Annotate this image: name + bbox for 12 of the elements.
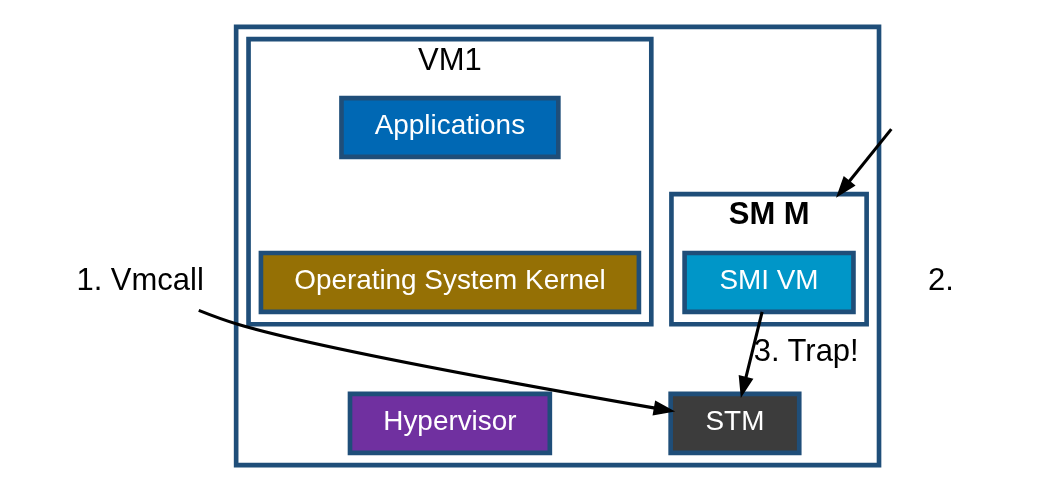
node-box: SMI VM (682, 250, 856, 315)
node-text: 1. Vmcall (76, 262, 204, 298)
node-box: Applications (339, 95, 561, 160)
cluster (233, 24, 882, 468)
arrow (198, 308, 676, 416)
arrow (836, 128, 893, 198)
node-box: Hypervisor (347, 391, 553, 456)
node-box: STM (668, 391, 802, 456)
node-box: Operating System Kernel (258, 250, 642, 315)
edge-label: 3. Trap! (753, 333, 859, 369)
label: 2. (928, 262, 954, 298)
arrow (738, 311, 764, 399)
